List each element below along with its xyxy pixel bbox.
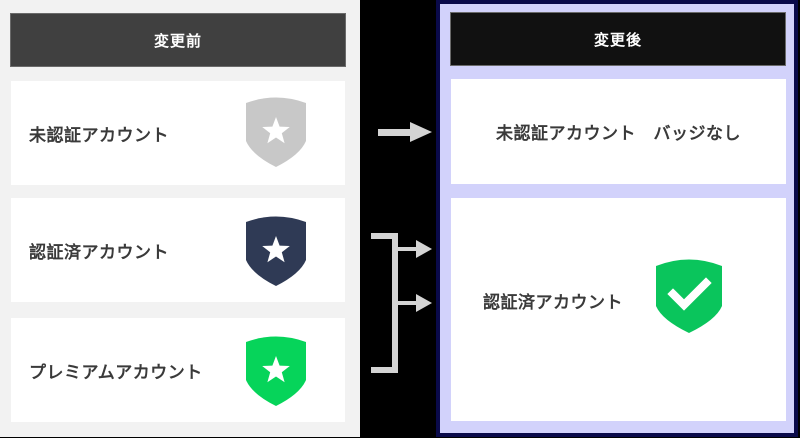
before-card-verified: 認証済アカウント — [11, 198, 345, 302]
before-header: 変更前 — [10, 13, 346, 67]
after-card-label: 認証済アカウント — [483, 293, 623, 313]
after-card-label: 未認証アカウント バッジなし — [496, 124, 741, 144]
star-shield-icon — [246, 336, 306, 406]
star-shield-icon — [246, 97, 306, 167]
after-card-verified: 認証済アカウント — [451, 198, 786, 421]
before-card-label: 認証済アカウント — [29, 242, 169, 263]
before-card-unverified: 未認証アカウント — [11, 81, 345, 185]
star-shield-icon — [246, 216, 306, 286]
after-card-unverified: 未認証アカウント バッジなし — [451, 79, 786, 184]
before-card-label: プレミアムアカウント — [29, 362, 203, 383]
after-panel: 変更後 未認証アカウント バッジなし 認証済アカウント — [436, 0, 798, 437]
before-card-label: 未認証アカウント — [29, 125, 169, 146]
before-card-premium: プレミアムアカウント — [11, 318, 345, 422]
check-shield-icon — [656, 259, 722, 333]
transition-arrows — [371, 122, 432, 373]
before-panel: 変更前 未認証アカウント 認証済アカウント プレミアムアカウント — [0, 0, 360, 437]
after-header: 変更後 — [450, 12, 786, 66]
